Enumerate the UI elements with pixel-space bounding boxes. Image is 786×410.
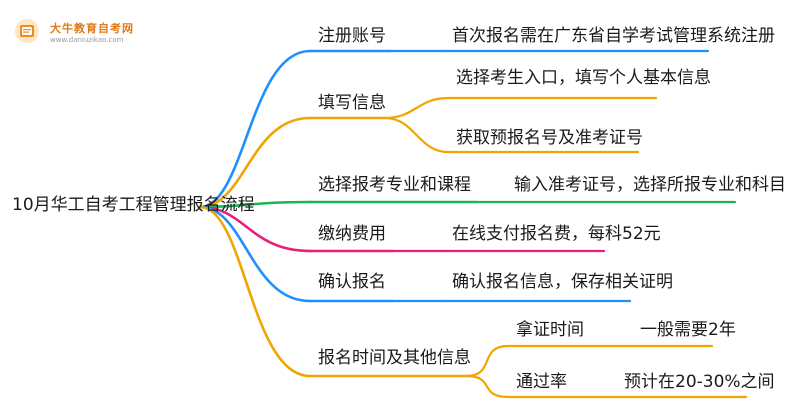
child-connector	[464, 344, 510, 378]
branch-connector	[198, 116, 312, 209]
child-node: 通过率	[516, 372, 567, 392]
leaf-node: 一般需要2年	[640, 320, 736, 340]
child-node: 获取预报名号及准考证号	[456, 128, 643, 148]
child-node: 拿证时间	[516, 320, 584, 340]
child-node: 输入准考证号，选择所报专业和科目	[514, 175, 786, 195]
branch-node: 填写信息	[318, 93, 386, 113]
child-connector	[383, 116, 450, 154]
child-connector	[464, 374, 510, 399]
mindmap-connectors	[198, 49, 748, 399]
child-node: 确认报名信息，保存相关证明	[452, 272, 673, 292]
leaf-node: 预计在20-30%之间	[624, 372, 775, 392]
branch-connector	[198, 205, 312, 378]
brand-logo: 大牛教育自考网 www.daniuzikao.com	[14, 14, 164, 50]
branch-node: 缴纳费用	[318, 224, 386, 244]
branch-node: 选择报考专业和课程	[318, 175, 471, 195]
logo-url: www.daniuzikao.com	[50, 36, 124, 44]
branch-node: 确认报名	[318, 272, 386, 292]
branch-connector	[198, 200, 312, 209]
logo-title: 大牛教育自考网	[50, 22, 134, 35]
branch-node: 注册账号	[318, 26, 386, 46]
child-node: 在线支付报名费，每科52元	[452, 224, 661, 244]
branch-node: 报名时间及其他信息	[318, 348, 471, 368]
branch-connector	[198, 205, 312, 303]
branch-connector	[198, 49, 312, 209]
branch-connector	[198, 205, 312, 253]
child-node: 选择考生入口，填写个人基本信息	[456, 68, 711, 88]
child-connector	[383, 96, 450, 120]
child-node: 首次报名需在广东省自学考试管理系统注册	[452, 26, 775, 46]
book-logo-icon	[15, 19, 39, 43]
root-node: 10月华工自考工程管理报名流程	[12, 195, 255, 215]
